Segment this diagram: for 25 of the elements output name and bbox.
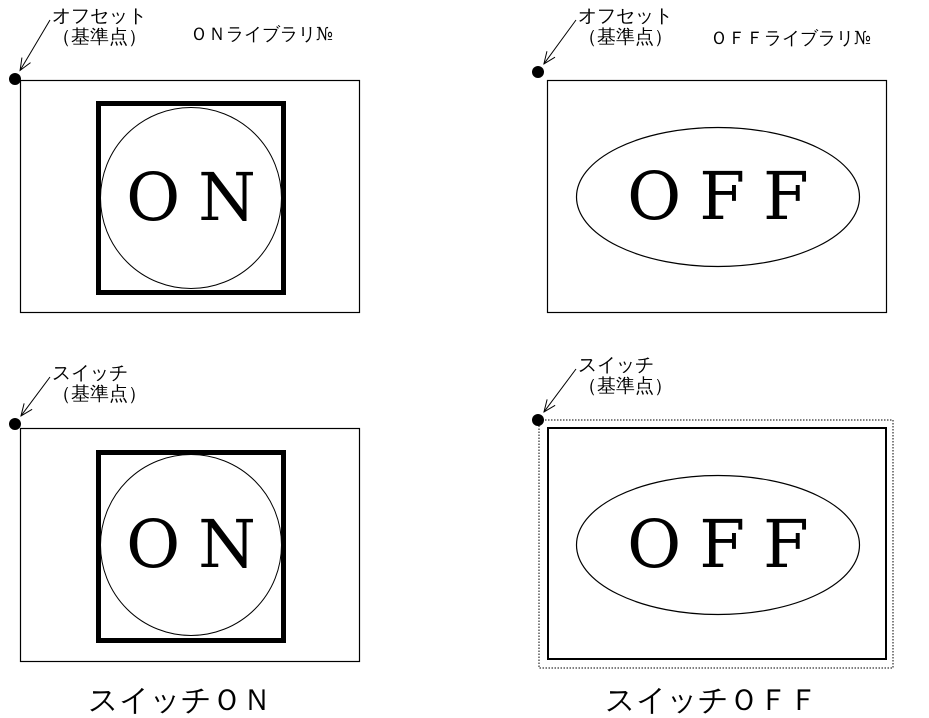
arrow [20,20,50,71]
switch-text: ON [125,512,275,578]
callout-text: スイッチ（基準点） [52,363,156,409]
switch-ellipse [576,127,860,267]
arrow [543,368,576,412]
caption: スイッチＯＦＦ [605,682,819,718]
callout-text: オフセット（基準点） [52,6,156,52]
switch-ellipse [576,475,860,615]
screen-area-frame [20,428,360,662]
callout-text: オフセット（基準点） [578,6,682,52]
arrow [543,20,576,64]
switch-text: OFF [626,164,828,230]
callout-text: スイッチ（基準点） [578,355,682,401]
library-number-label: ＯＮライブラリ№ [190,23,334,46]
caption: スイッチＯＮ [88,682,272,718]
switch-text: ON [125,165,275,231]
arrow [20,376,50,416]
reference-point-dot [9,418,21,430]
reference-point-dot [532,66,544,78]
screen-area-frame [547,80,887,313]
reference-point-dot [532,414,544,426]
library-number-label: ＯＦＦライブラリ№ [710,27,872,50]
screen-area-frame [20,80,360,313]
reference-point-dot [9,73,21,85]
switch-text: OFF [626,512,828,578]
